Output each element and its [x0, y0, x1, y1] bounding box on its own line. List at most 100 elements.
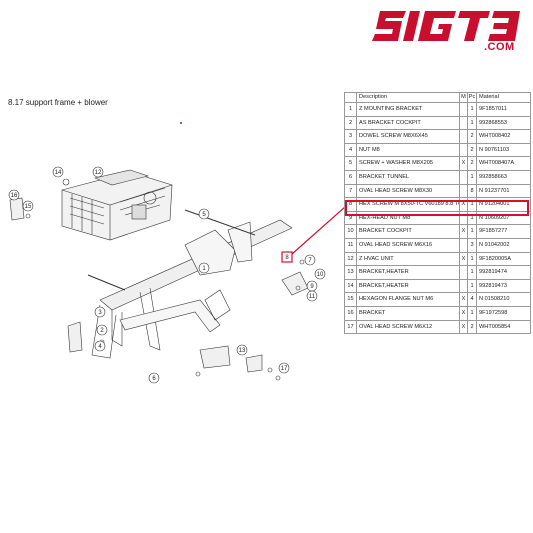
callout-16: 16: [8, 189, 20, 201]
row-pc: 4: [467, 292, 477, 307]
row-m: [459, 142, 468, 158]
svg-text:15: 15: [25, 204, 32, 210]
row-material: 992819473: [476, 278, 531, 294]
row-material: 992819474: [476, 265, 531, 280]
callout-14: 14: [52, 166, 64, 178]
row-material: 9F1820005A: [476, 251, 531, 267]
row-material: 992868553: [476, 115, 531, 131]
callout-6: 6: [148, 372, 160, 384]
row-pc: 1: [467, 115, 477, 131]
row-m: X: [459, 224, 468, 239]
row-pos: 7: [344, 183, 357, 199]
row-pos: 13: [344, 265, 357, 280]
row-pos: 1: [344, 102, 357, 117]
svg-text:7: 7: [308, 258, 312, 264]
row-pc: 3: [467, 237, 477, 253]
callout-8: 8: [281, 251, 293, 263]
row-m: [459, 115, 468, 131]
row-description: OVAL HEAD SCREW M6X16: [356, 237, 460, 253]
section-title: 8.17 support frame + blower: [8, 98, 108, 107]
row-pos: 15: [344, 292, 357, 307]
svg-text:9: 9: [310, 284, 314, 290]
row-pc: 2: [467, 156, 477, 171]
row-material: WHT005854: [476, 319, 531, 335]
support-frame-drawing: [91, 219, 293, 359]
row-material: 9F1857011: [476, 102, 531, 117]
row-material: N 91237701: [476, 183, 531, 199]
row-pos: 10: [344, 224, 357, 239]
row-pos: 6: [344, 169, 357, 185]
row-pc: 1: [467, 305, 477, 321]
row-8-highlight: [345, 200, 529, 216]
svg-text:8: 8: [285, 255, 289, 261]
row-material: N 01508210: [476, 292, 531, 307]
svg-text:1: 1: [202, 266, 206, 272]
row-material: WHT008402: [476, 129, 531, 144]
row-m: [459, 278, 468, 294]
row-m: X: [459, 319, 468, 335]
row-description: BRACKET,HEATER: [356, 265, 460, 280]
red-dot-marker: [180, 122, 182, 124]
callout-2: 2: [96, 324, 108, 336]
row-m: X: [459, 156, 468, 171]
row-pc: 2: [467, 129, 477, 144]
header-pos: [344, 92, 357, 103]
brand-logo: [372, 11, 520, 41]
row-pc: 1: [467, 102, 477, 117]
row-material: 992858663: [476, 169, 531, 185]
row-m: [459, 183, 468, 199]
svg-text:11: 11: [309, 294, 316, 300]
row-pos: 3: [344, 129, 357, 144]
row-description: Z MOUNTING BRACKET: [356, 102, 460, 117]
row-pos: 17: [344, 319, 357, 335]
callout-3: 3: [94, 306, 106, 318]
svg-text:17: 17: [281, 366, 288, 372]
header-description: Description: [356, 92, 460, 103]
callout-4: 4: [94, 340, 106, 352]
svg-text:2: 2: [100, 328, 104, 334]
row-m: X: [459, 305, 468, 321]
row-pc: 2: [467, 142, 477, 158]
row-m: X: [459, 292, 468, 307]
row-pos: 4: [344, 142, 357, 158]
callout-10: 10: [314, 268, 326, 280]
svg-text:3: 3: [98, 310, 102, 316]
svg-text:6: 6: [152, 376, 156, 382]
svg-text:13: 13: [239, 348, 246, 354]
row-pc: 1: [467, 224, 477, 239]
table-header-row: Description M Pc Material: [344, 92, 531, 103]
callout-5: 5: [198, 208, 210, 220]
row-material: WHT008407A: [476, 156, 531, 171]
row-description: OVAL HEAD SCREW M6X12: [356, 319, 460, 335]
callout-12: 12: [92, 166, 104, 178]
callout-1: 1: [198, 262, 210, 274]
svg-text:16: 16: [11, 193, 18, 199]
row-m: [459, 129, 468, 144]
row-description: AS BRACKET COCKPIT: [356, 115, 460, 131]
row-pos: 16: [344, 305, 357, 321]
row-pc: 1: [467, 169, 477, 185]
row-pc: 8: [467, 183, 477, 199]
row-description: BRACKET TUNNEL: [356, 169, 460, 185]
row-description: BRACKET: [356, 305, 460, 321]
svg-text:4: 4: [98, 344, 102, 350]
brand-domain: .COM: [484, 41, 515, 53]
svg-text:14: 14: [55, 170, 62, 176]
row-pos: 5: [344, 156, 357, 171]
callout-13: 13: [236, 344, 248, 356]
row-description: SCREW + WASHER M8X205: [356, 156, 460, 171]
row-pc: 1: [467, 251, 477, 267]
row-description: NUT M8: [356, 142, 460, 158]
callout-7: 7: [304, 254, 316, 266]
row-material: 9F1972598: [476, 305, 531, 321]
